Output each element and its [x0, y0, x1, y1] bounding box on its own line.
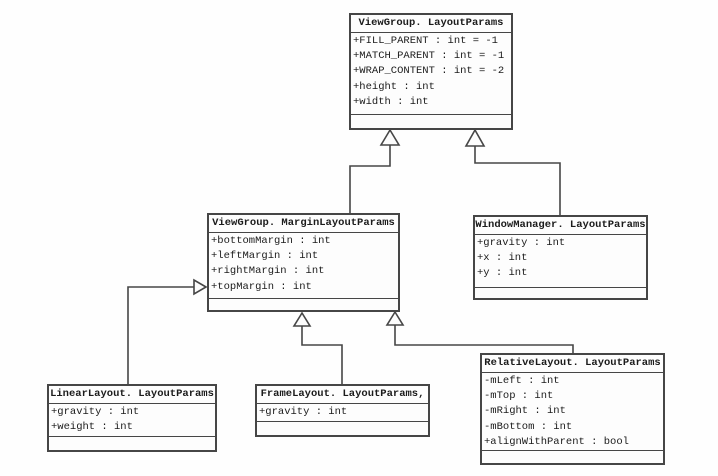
- class-methods-empty: [209, 299, 398, 310]
- class-attributes: +bottomMargin : int +leftMargin : int +r…: [209, 233, 398, 299]
- class-attribute: -mTop : int: [484, 390, 554, 403]
- class-attribute: +gravity : int: [259, 406, 348, 418]
- class-title: FrameLayout. LayoutParams,: [257, 386, 428, 404]
- class-attribute: +bottomMargin : int: [211, 235, 331, 247]
- edge-relativelayout-to-marginlayoutparams: [394, 325, 574, 353]
- class-attributes: +gravity : int +weight : int: [49, 404, 215, 437]
- generalization-arrowhead-icon: [379, 128, 401, 146]
- class-attribute: +gravity : int: [51, 406, 140, 418]
- edge-windowmanager-to-layoutparams: [474, 146, 561, 215]
- class-attributes: +FILL_PARENT : int = -1 +MATCH_PARENT : …: [351, 33, 511, 115]
- class-attribute: +y : int: [477, 267, 528, 280]
- class-attribute: +height : int: [353, 80, 435, 93]
- class-methods-empty: [257, 422, 428, 435]
- class-attribute: +x : int: [477, 252, 528, 265]
- class-title: ViewGroup. MarginLayoutParams: [209, 215, 398, 233]
- class-methods-empty: [475, 288, 646, 298]
- class-methods-empty: [49, 437, 215, 450]
- class-attributes: +gravity : int: [257, 404, 428, 422]
- generalization-arrowhead-icon: [464, 128, 486, 147]
- class-attribute: +rightMargin : int: [211, 265, 325, 278]
- class-attribute: +alignWithParent : bool: [484, 435, 629, 448]
- class-attribute: +gravity : int: [477, 237, 566, 249]
- edge-marginlayoutparams-to-layoutparams: [349, 144, 391, 213]
- class-attribute: -mRight : int: [484, 405, 566, 418]
- class-attribute: +topMargin : int: [211, 280, 312, 293]
- class-box-relativelayout-layoutparams: RelativeLayout. LayoutParams -mLeft : in…: [480, 353, 665, 465]
- edge-framelayout-to-marginlayoutparams: [301, 326, 343, 384]
- class-title: LinearLayout. LayoutParams: [49, 386, 215, 404]
- class-title: RelativeLayout. LayoutParams: [482, 355, 663, 373]
- class-attributes: -mLeft : int -mTop : int -mRight : int -…: [482, 373, 663, 451]
- class-attribute: -mLeft : int: [484, 375, 560, 387]
- class-attribute: +width : int: [353, 95, 429, 108]
- class-attribute: -mBottom : int: [484, 420, 573, 433]
- generalization-arrowhead-icon: [292, 311, 312, 327]
- class-box-windowmanager-layoutparams: WindowManager. LayoutParams +gravity : i…: [473, 215, 648, 300]
- class-attributes: +gravity : int +x : int +y : int: [475, 235, 646, 288]
- class-methods-empty: [482, 451, 663, 463]
- class-title: WindowManager. LayoutParams: [475, 217, 646, 235]
- class-methods-empty: [351, 115, 511, 128]
- generalization-arrowhead-icon: [385, 310, 405, 326]
- class-box-framelayout-layoutparams: FrameLayout. LayoutParams, +gravity : in…: [255, 384, 430, 437]
- class-attribute: +WRAP_CONTENT : int = -2: [353, 65, 505, 78]
- class-attribute: +MATCH_PARENT : int = -1: [353, 50, 505, 63]
- class-box-viewgroup-layoutparams: ViewGroup. LayoutParams +FILL_PARENT : i…: [349, 13, 513, 130]
- class-box-viewgroup-marginlayoutparams: ViewGroup. MarginLayoutParams +bottomMar…: [207, 213, 400, 312]
- edge-linearlayout-to-marginlayoutparams: [127, 286, 194, 384]
- class-box-linearlayout-layoutparams: LinearLayout. LayoutParams +gravity : in…: [47, 384, 217, 452]
- class-attribute: +weight : int: [51, 421, 133, 434]
- class-attribute: +leftMargin : int: [211, 250, 319, 263]
- class-title: ViewGroup. LayoutParams: [351, 15, 511, 33]
- class-attribute: +FILL_PARENT : int = -1: [353, 35, 498, 47]
- generalization-arrowhead-icon: [193, 278, 208, 296]
